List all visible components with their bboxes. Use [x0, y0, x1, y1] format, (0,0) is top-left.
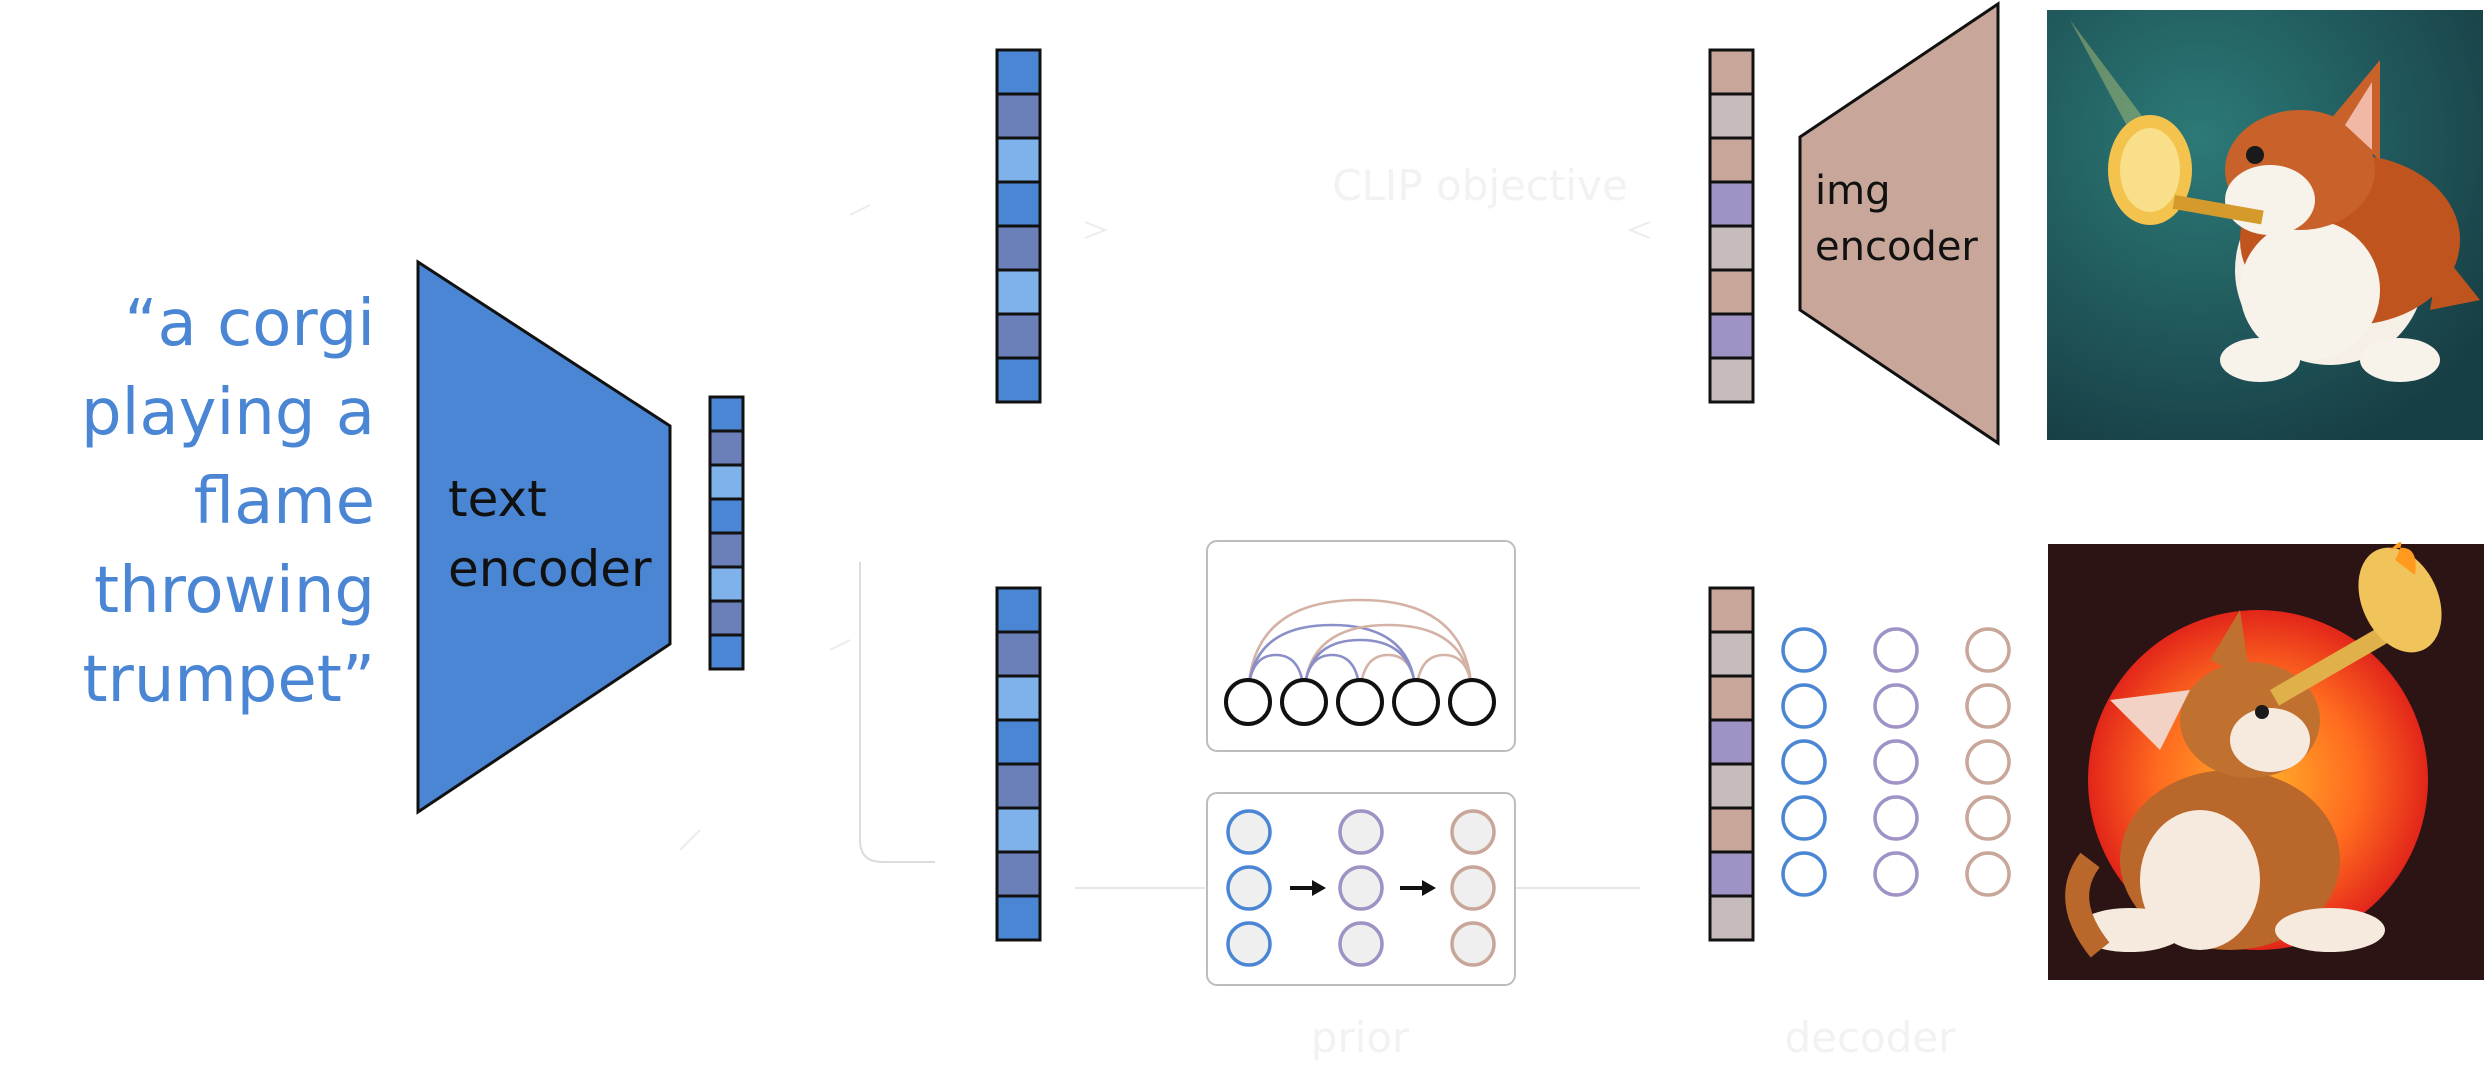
ar-node-5: [1448, 678, 1496, 726]
vector-cell: [995, 92, 1042, 140]
arrow-right-icon: [1312, 880, 1326, 896]
autoregressive-arcs: [1246, 598, 1474, 701]
text-embedding-bottom: [995, 586, 1042, 942]
image-embedding-top: [1708, 48, 1755, 404]
img-encoder-shape: [1798, 1, 2000, 446]
input-image-corgi: [2047, 10, 2483, 440]
vector-cell: [708, 429, 745, 467]
generated-image-corgi: [2048, 542, 2484, 980]
arc-7: [1414, 653, 1474, 701]
diffusion-prior-box: [1206, 792, 1516, 986]
vector-cell: [1708, 268, 1755, 316]
autoregressive-prior-box: [1206, 540, 1516, 752]
ar-node-4: [1392, 678, 1440, 726]
diff-node-b2: [1226, 865, 1272, 911]
text-encoder-shape: [416, 259, 672, 815]
vector-cell: [995, 630, 1042, 678]
text-embedding-small: [708, 395, 745, 671]
img-encoder: img encoder: [1798, 1, 2000, 446]
vector-cell: [708, 497, 745, 535]
ar-node-3: [1336, 678, 1384, 726]
vector-cell: [995, 312, 1042, 360]
vector-cell: [708, 463, 745, 501]
vector-cell: [708, 599, 745, 637]
vector-cell: [995, 762, 1042, 810]
text-embedding-top: [995, 48, 1042, 404]
caption-line-1: “a corgi: [124, 287, 375, 361]
vector-cell: [995, 224, 1042, 272]
vector-cell: [1708, 630, 1755, 678]
vector-cell: [1708, 894, 1755, 942]
vector-cell: [708, 633, 745, 671]
decoder-nodes: [1781, 627, 2011, 897]
vector-cell: [1708, 718, 1755, 766]
diff-node-b3: [1226, 921, 1272, 967]
vector-cell: [995, 356, 1042, 404]
diff-node-p2: [1338, 865, 1384, 911]
vector-cell: [1708, 48, 1755, 96]
clip-objective-label: CLIP objective: [1332, 161, 1628, 210]
decoder-label: decoder: [1784, 1013, 1956, 1062]
vector-cell: [708, 395, 745, 433]
vector-cell: [1708, 180, 1755, 228]
prior-label: prior: [1311, 1013, 1410, 1062]
vector-cell: [1708, 92, 1755, 140]
clip-arrow-right: [1627, 221, 1651, 239]
caption-line-4: throwing: [94, 554, 375, 628]
faint-tick-1: [849, 204, 871, 216]
vector-cell: [1708, 136, 1755, 184]
diff-node-t1: [1450, 809, 1496, 855]
vector-cell: [1708, 806, 1755, 854]
vector-cell: [1708, 586, 1755, 634]
vector-cell: [1708, 312, 1755, 360]
diff-node-p3: [1338, 921, 1384, 967]
arc-8: [1302, 638, 1418, 701]
vector-cell: [1708, 762, 1755, 810]
vector-cell: [708, 565, 745, 603]
diff-node-t2: [1450, 865, 1496, 911]
arrow-right-icon: [1422, 880, 1436, 896]
vector-cell: [1708, 224, 1755, 272]
diff-node-p1: [1338, 809, 1384, 855]
diffusion-arrows: [1290, 880, 1436, 896]
vector-cell: [995, 894, 1042, 942]
faint-tick-2: [829, 639, 851, 651]
img-encoder-label-2: encoder: [1815, 224, 1978, 270]
text-encoder-label-2: encoder: [448, 540, 652, 598]
caption-line-5: trumpet”: [82, 643, 375, 717]
vector-cell: [995, 718, 1042, 766]
diff-node-t3: [1450, 921, 1496, 967]
text-encoder-label-1: text: [448, 470, 547, 528]
arc-1: [1246, 598, 1474, 701]
vector-cell: [995, 806, 1042, 854]
vector-cell: [995, 48, 1042, 96]
vector-cell: [995, 850, 1042, 898]
vector-cell: [995, 586, 1042, 634]
caption-line-2: playing a: [81, 376, 375, 450]
caption: “a corgi playing a flame throwing trumpe…: [81, 287, 375, 717]
img-encoder-label-1: img: [1815, 168, 1890, 214]
caption-line-3: flame: [194, 465, 375, 539]
clip-arrow-left: [1084, 221, 1108, 239]
vector-cell: [708, 531, 745, 569]
diff-node-b1: [1226, 809, 1272, 855]
arc-4: [1246, 653, 1306, 701]
vector-cell: [995, 268, 1042, 316]
vector-cell: [1708, 356, 1755, 404]
autoregressive-nodes: [1224, 678, 1496, 726]
vector-cell: [995, 180, 1042, 228]
bottom-bracket-line: [859, 562, 935, 863]
ar-node-2: [1280, 678, 1328, 726]
vector-cell: [1708, 674, 1755, 722]
ar-node-1: [1224, 678, 1272, 726]
diffusion-nodes: [1226, 809, 1496, 967]
image-embedding-bottom: [1708, 586, 1755, 942]
vector-cell: [1708, 850, 1755, 898]
faint-tick-3: [679, 829, 701, 851]
vector-cell: [995, 136, 1042, 184]
text-encoder: text encoder: [416, 259, 672, 815]
faint-connectors: [679, 204, 1651, 889]
vector-cell: [995, 674, 1042, 722]
